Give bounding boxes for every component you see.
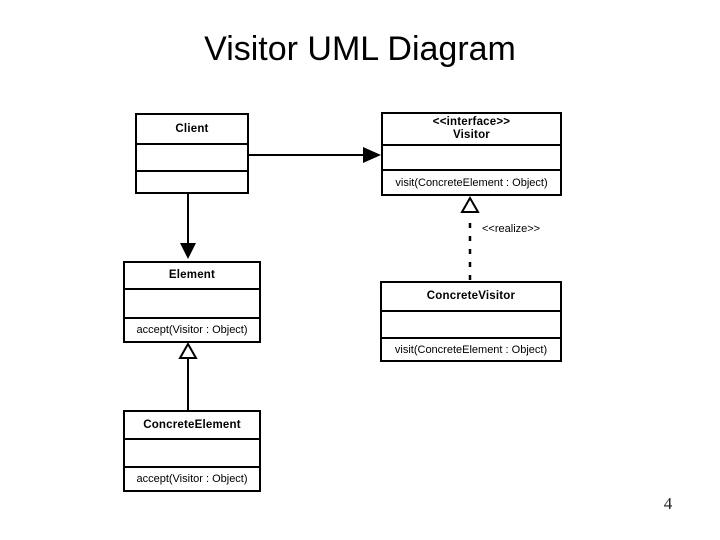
class-box-concreteelement: ConcreteElement accept(Visitor : Object) — [123, 410, 261, 492]
class-attributes-compartment — [125, 438, 259, 466]
class-name-element: Element — [168, 269, 216, 281]
class-name-client: Client — [175, 122, 209, 135]
class-methods-compartment: accept(Visitor : Object) — [125, 317, 259, 341]
class-title-compartment: <<interface>> Visitor — [383, 114, 560, 144]
stereotype-interface: <<interface>> — [432, 116, 511, 128]
class-box-visitor: <<interface>> Visitor visit(ConcreteElem… — [381, 112, 562, 196]
realization-arrowhead-icon — [460, 195, 480, 213]
class-name-concretevisitor: ConcreteVisitor — [426, 290, 516, 302]
class-attributes-compartment — [382, 310, 560, 337]
class-methods-compartment: visit(ConcreteElement : Object) — [382, 337, 560, 360]
association-client-visitor-arrowhead-icon — [363, 147, 381, 163]
generalization-arrowhead-icon — [178, 341, 198, 359]
realize-stereotype-label: <<realize>> — [482, 223, 541, 235]
class-title-compartment: Client — [137, 115, 247, 143]
class-title-compartment: Element — [125, 263, 259, 288]
class-attributes-compartment — [137, 143, 247, 170]
class-methods-compartment: visit(ConcreteElement : Object) — [383, 169, 560, 194]
method-text: visit(ConcreteElement : Object) — [394, 343, 548, 356]
class-methods-compartment — [137, 170, 247, 192]
method-text: accept(Visitor : Object) — [136, 324, 248, 336]
class-box-concretevisitor: ConcreteVisitor visit(ConcreteElement : … — [380, 281, 562, 362]
class-box-client: Client — [135, 113, 249, 194]
class-attributes-compartment — [125, 288, 259, 317]
method-text: visit(ConcreteElement : Object) — [395, 176, 548, 189]
class-attributes-compartment — [383, 144, 560, 169]
association-client-element-arrowhead-icon — [180, 243, 196, 259]
class-methods-compartment: accept(Visitor : Object) — [125, 466, 259, 490]
class-box-element: Element accept(Visitor : Object) — [123, 261, 261, 343]
class-name-visitor: Visitor — [453, 129, 490, 141]
class-name-concreteelement: ConcreteElement — [143, 418, 241, 431]
page-title: Visitor UML Diagram — [204, 30, 516, 68]
method-text: accept(Visitor : Object) — [136, 473, 248, 485]
page-number: 4 — [663, 494, 673, 513]
class-title-compartment: ConcreteElement — [125, 412, 259, 438]
class-title-compartment: ConcreteVisitor — [382, 283, 560, 310]
